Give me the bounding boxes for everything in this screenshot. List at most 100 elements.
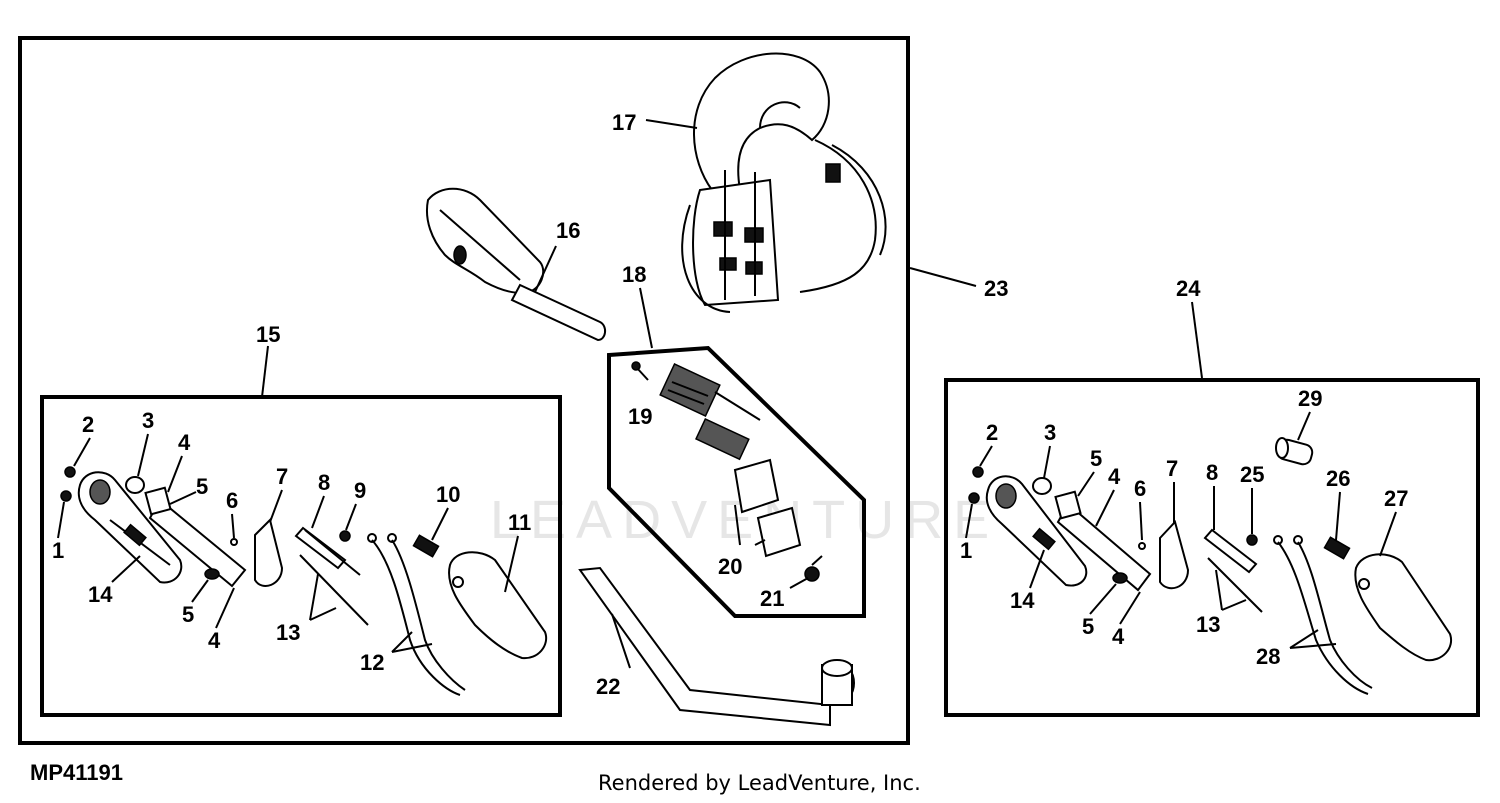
callout-r5b: 5 <box>1082 614 1094 639</box>
leader-r5a <box>1077 471 1095 497</box>
control-handle-parts-left <box>60 466 548 696</box>
callout-1: 1 <box>52 538 64 563</box>
callout-r5a: 5 <box>1090 446 1102 471</box>
callout-r6: 6 <box>1134 476 1146 501</box>
callout-4a: 4 <box>178 430 191 455</box>
callout-2: 2 <box>82 412 94 437</box>
leader-r27 <box>1379 511 1397 557</box>
leader-r3 <box>1043 445 1051 479</box>
leader-11 <box>504 535 519 593</box>
callout-19: 19 <box>628 404 652 429</box>
callout-3: 3 <box>142 408 154 433</box>
leader-r13a <box>1215 569 1223 611</box>
callout-r3: 3 <box>1044 420 1056 445</box>
callout-r28: 28 <box>1256 644 1280 669</box>
leader-r13b <box>1221 599 1247 611</box>
leader-r5b <box>1089 583 1117 615</box>
callout-r2: 2 <box>986 420 998 445</box>
leader-21 <box>789 577 809 589</box>
clip-kit-frame <box>607 345 866 618</box>
callout-5a: 5 <box>196 474 208 499</box>
leader-r4a <box>1095 489 1115 527</box>
callout-r26: 26 <box>1326 466 1350 491</box>
callout-r1: 1 <box>960 538 972 563</box>
callout-18: 18 <box>622 262 646 287</box>
leader-r14 <box>1029 549 1045 589</box>
leader-24 <box>1191 301 1203 379</box>
alternate-handle-kit-frame <box>944 378 1480 717</box>
callout-9: 9 <box>354 478 366 503</box>
leader-12b <box>391 643 433 653</box>
leader-r29 <box>1297 411 1311 441</box>
callout-14: 14 <box>88 582 113 607</box>
callout-r14: 14 <box>1010 588 1035 613</box>
callout-r29: 29 <box>1298 386 1322 411</box>
leader-3 <box>137 433 149 477</box>
callout-r4b: 4 <box>1112 624 1125 649</box>
callout-11: 11 <box>508 510 531 535</box>
callout-r25: 25 <box>1240 462 1264 487</box>
leader-22 <box>611 613 631 669</box>
leader-9 <box>345 503 357 531</box>
callout-13: 13 <box>276 620 300 645</box>
leader-16 <box>534 245 557 293</box>
callout-4b: 4 <box>208 628 221 653</box>
figure-id: MP41191 <box>30 760 123 785</box>
callout-10: 10 <box>436 482 460 507</box>
callout-15: 15 <box>256 322 280 347</box>
harness-strap-part <box>681 52 887 313</box>
callout-20: 20 <box>718 554 742 579</box>
clip-kit-parts <box>631 361 823 582</box>
callout-r13: 13 <box>1196 612 1220 637</box>
callout-16: 16 <box>556 218 580 243</box>
leader-17 <box>645 119 698 129</box>
leader-r4b <box>1119 591 1141 625</box>
leader-13b <box>309 607 337 621</box>
leader-5a <box>169 491 197 505</box>
leader-4a <box>167 455 183 493</box>
leader-r1 <box>965 503 973 539</box>
leader-20a <box>734 504 741 546</box>
leader-2 <box>73 437 91 467</box>
leader-4b <box>215 587 235 629</box>
callout-7: 7 <box>276 464 288 489</box>
main-assembly-frame <box>18 36 910 745</box>
leader-18 <box>639 287 653 349</box>
bent-shaft-part <box>578 566 855 727</box>
callout-r8: 8 <box>1206 460 1218 485</box>
handle-tube-part <box>426 187 606 342</box>
leader-14 <box>111 555 141 583</box>
leader-23 <box>909 267 977 287</box>
leader-6 <box>231 513 235 539</box>
leader-1 <box>57 501 65 539</box>
callout-24: 24 <box>1176 276 1201 301</box>
leader-r28b <box>1289 643 1337 649</box>
callout-5b: 5 <box>182 602 194 627</box>
leader-r6 <box>1139 501 1143 541</box>
callout-22: 22 <box>596 674 620 699</box>
leader-15 <box>261 345 269 398</box>
callout-r27: 27 <box>1384 486 1408 511</box>
leader-r28a <box>1289 629 1319 649</box>
callout-23: 23 <box>984 276 1008 301</box>
callout-12: 12 <box>360 650 384 675</box>
callout-8: 8 <box>318 470 330 495</box>
leader-7 <box>269 489 283 523</box>
leader-13a <box>309 573 319 621</box>
leader-8 <box>311 495 325 529</box>
credit-line: Rendered by LeadVenture, Inc. <box>598 771 921 795</box>
leader-5b <box>191 579 209 603</box>
callout-21: 21 <box>760 586 784 611</box>
callout-r4a: 4 <box>1108 464 1121 489</box>
callout-r7: 7 <box>1166 456 1178 481</box>
callout-6: 6 <box>226 488 238 513</box>
control-handle-kit-frame <box>40 395 562 717</box>
leader-r2 <box>979 445 993 467</box>
leader-10 <box>431 507 449 541</box>
control-handle-parts-right <box>968 437 1453 695</box>
leader-20b <box>754 539 766 546</box>
leader-r26 <box>1335 491 1341 541</box>
leader-12a <box>391 631 413 653</box>
callout-17: 17 <box>612 110 636 135</box>
